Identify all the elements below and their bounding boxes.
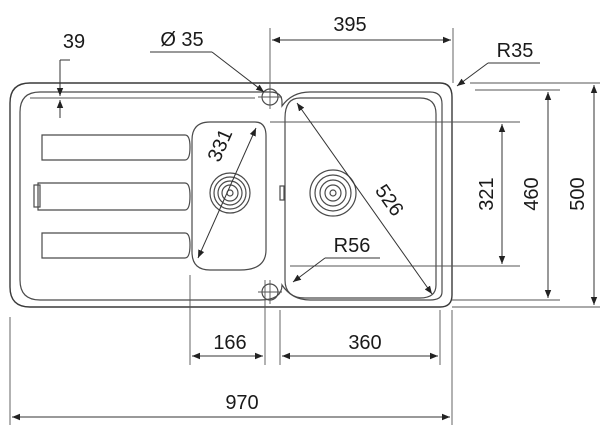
sink-inner-rim	[19, 91, 443, 301]
overflow-slot	[279, 185, 285, 201]
dim-corner-radius-bowl: R56	[334, 235, 371, 257]
dim-drainer-offset: 39	[63, 31, 85, 53]
dim-overall-width: 970	[225, 392, 258, 414]
tap-hole-bottom	[258, 280, 282, 304]
dim-secondary-bowl-width: 166	[213, 332, 246, 354]
secondary-bowl	[191, 121, 267, 271]
dim-overall-depth: 500	[567, 177, 589, 210]
dimension-lines	[12, 36, 598, 421]
dim-main-bowl-depth: 321	[476, 177, 498, 210]
dim-main-bowl-width: 395	[333, 14, 366, 36]
drainer-grooves	[33, 134, 191, 259]
dim-corner-radius-outer: R35	[497, 40, 534, 62]
dim-main-bowl-inner-depth: 460	[521, 177, 543, 210]
dim-tap-hole-diameter: Ø 35	[160, 29, 203, 51]
main-bowl	[284, 97, 437, 299]
dim-main-bowl-bottom-width: 360	[348, 332, 381, 354]
